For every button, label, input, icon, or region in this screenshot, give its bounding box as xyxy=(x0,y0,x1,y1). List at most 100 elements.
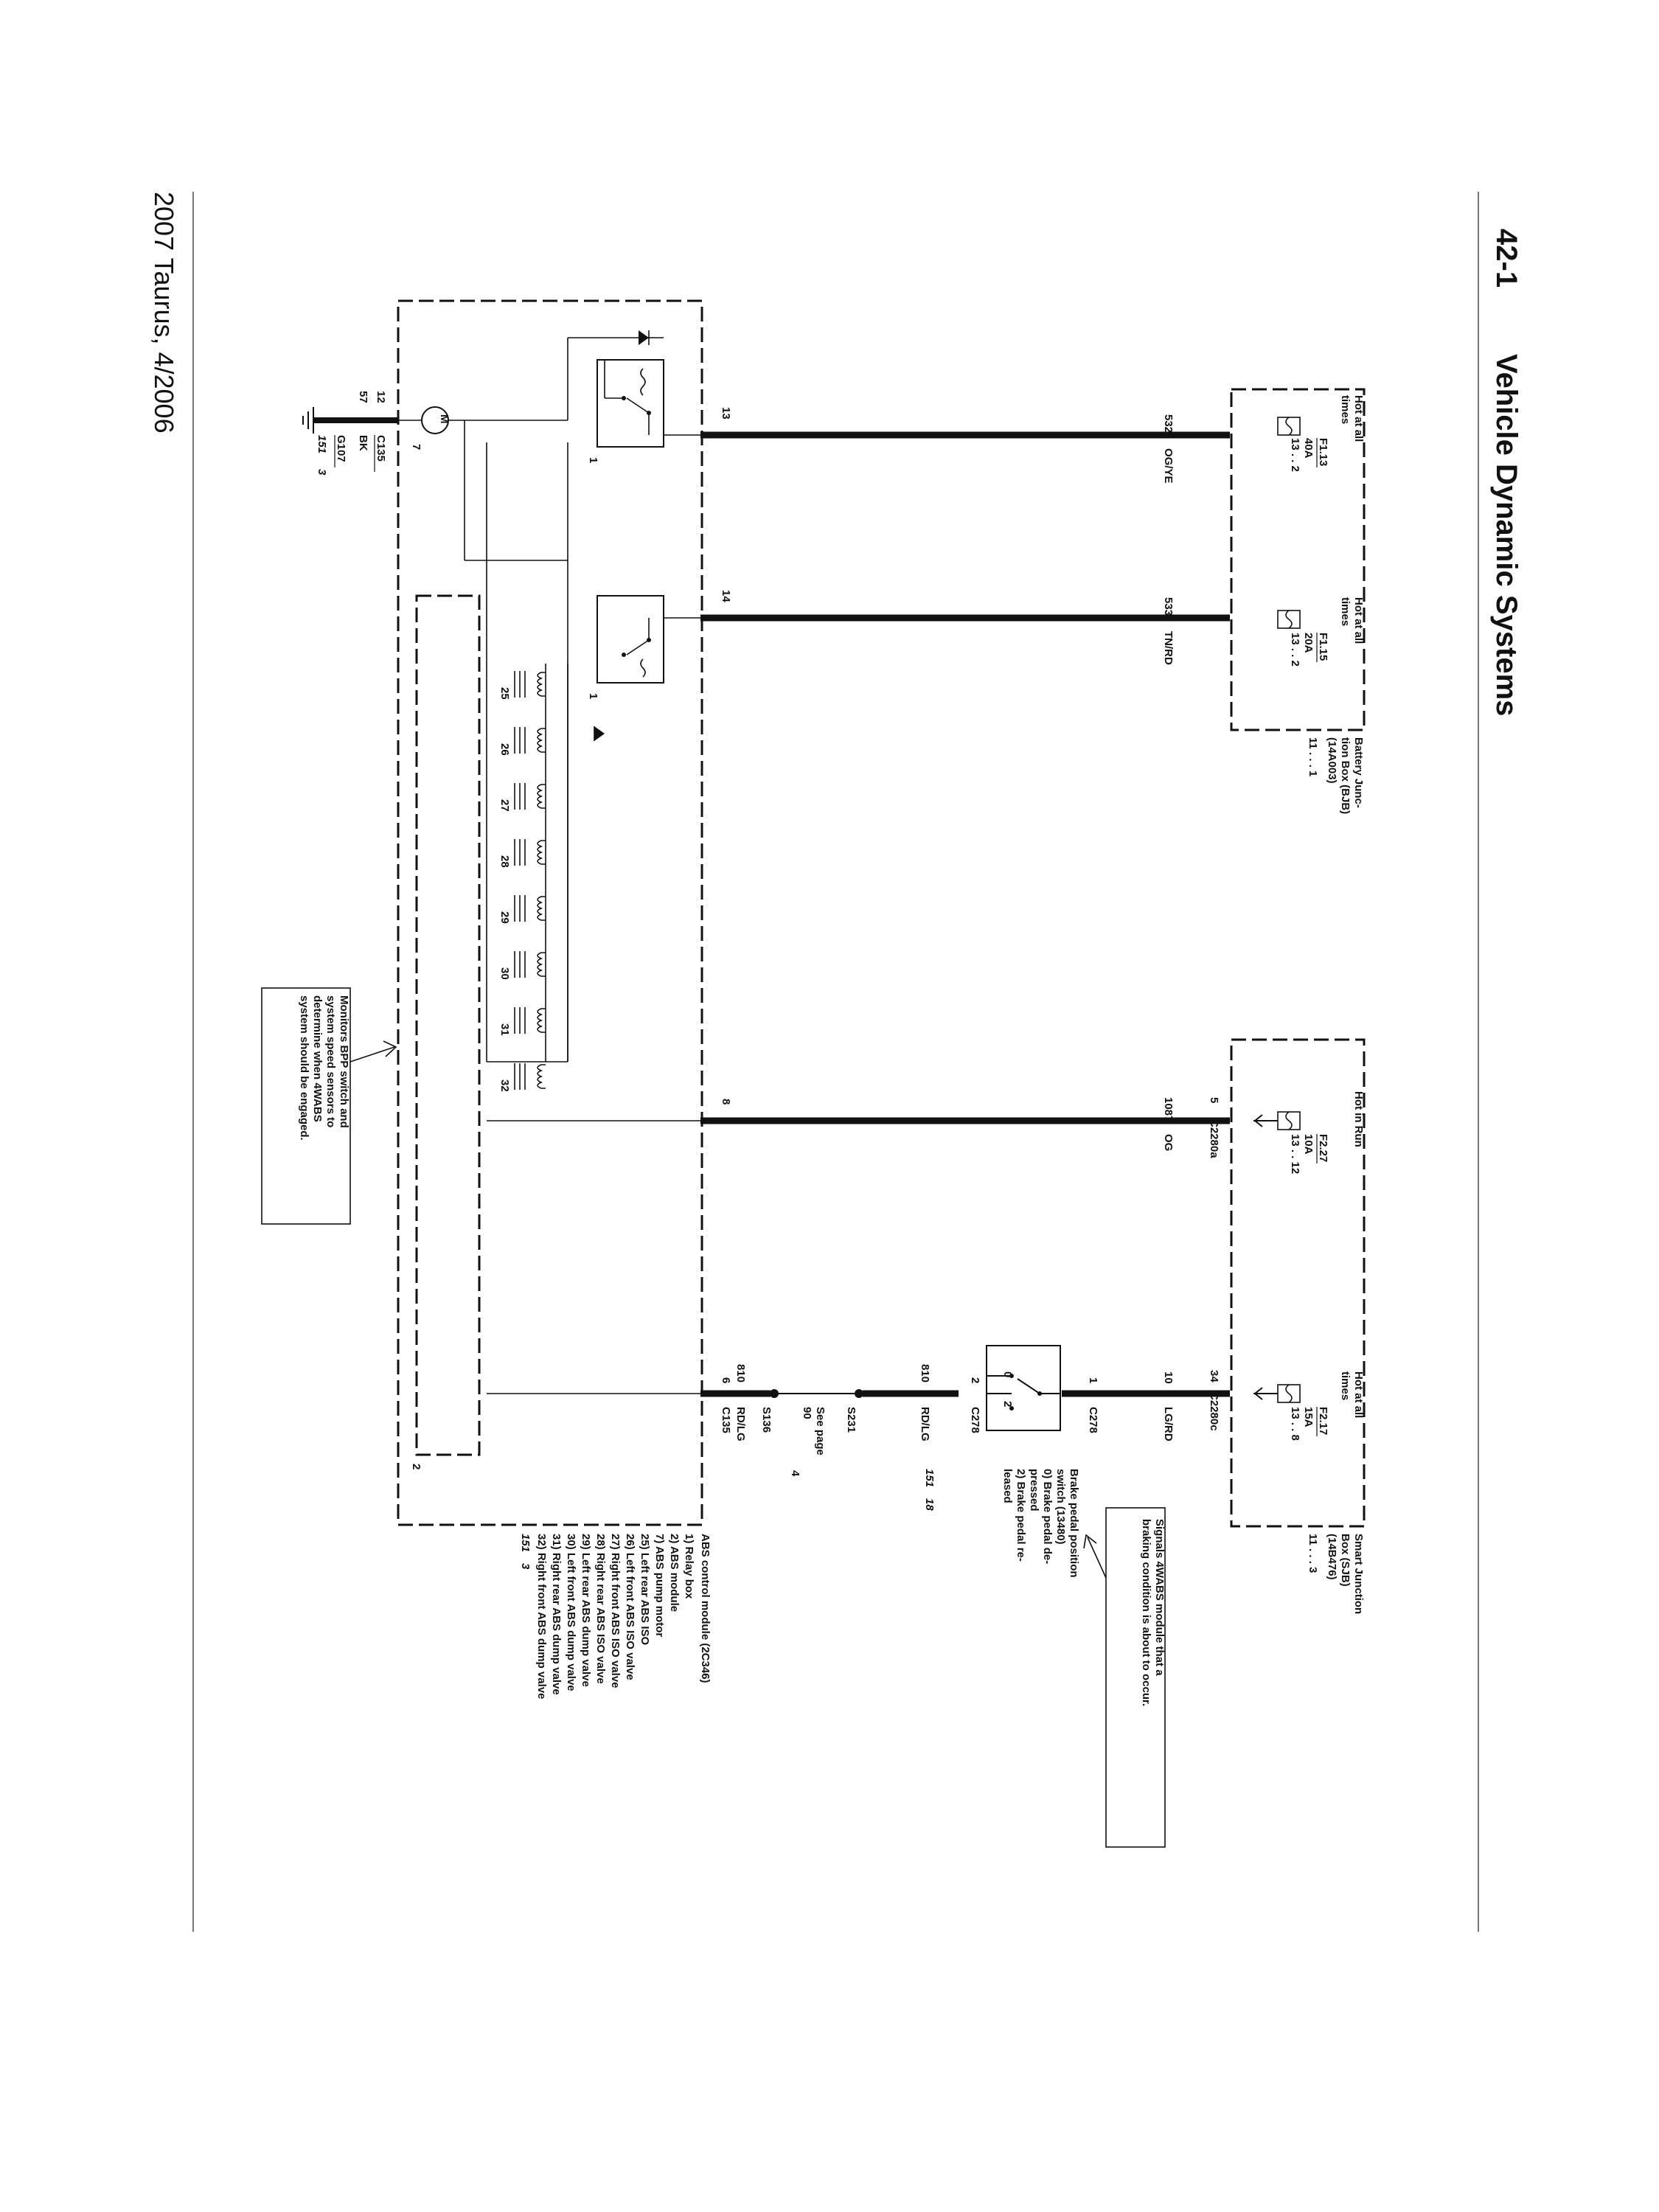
wire-810b-circuit: 810 xyxy=(734,1364,747,1382)
splice-s136-dot xyxy=(770,1389,779,1398)
fuse-f217-amp: 15A xyxy=(1302,1407,1315,1427)
bjb-ref: 11 . . . 1 xyxy=(1307,737,1319,776)
ground-id: G107 xyxy=(335,435,347,462)
valve-coil xyxy=(537,784,546,809)
brake-switch-box xyxy=(986,1345,1061,1431)
fuse-f115-hot-1: Hot at all xyxy=(1352,597,1365,644)
callout-monitors-box xyxy=(261,987,351,1225)
bjb-box xyxy=(1230,388,1366,731)
wire-532-circuit: 532 xyxy=(1162,414,1175,433)
callout-monitors-4: system should be engaged. xyxy=(298,995,310,1141)
callout-monitors-2: system speed sensors to xyxy=(324,995,337,1127)
relay-1-label: 1 xyxy=(587,457,599,463)
splice-s136: S136 xyxy=(760,1407,773,1433)
fuse-f115-id: F1.15 xyxy=(1317,633,1329,661)
valve-coils xyxy=(514,664,568,1090)
callout-signals-2: braking condition is about to occur. xyxy=(1140,1519,1152,1706)
ground-pin-12: 12 xyxy=(375,391,387,403)
bjb-label-2: tion Box (BJB) xyxy=(1339,737,1352,814)
ground-color: BK xyxy=(357,435,369,451)
fuse-f113-hot-2: times xyxy=(1339,395,1352,424)
switch-label-6: leased xyxy=(1001,1469,1014,1503)
wire-533-color: TN/RD xyxy=(1162,631,1175,665)
module-ref-a: 151 xyxy=(519,1534,532,1552)
fuse-f217-id: F2.17 xyxy=(1317,1407,1329,1435)
sjb-label-3: (14B476) xyxy=(1326,1534,1338,1580)
pump-motor-letter: M xyxy=(438,414,451,424)
wire-810-color: RD/LG xyxy=(919,1407,931,1441)
module-item-32: 32) Right front ABS dump valve xyxy=(535,1534,548,1699)
module-item-31: 31) Right rear ABS dump valve xyxy=(550,1534,563,1695)
switch-pin-1: 1 xyxy=(1087,1377,1099,1383)
splice-s231-dot xyxy=(855,1389,863,1398)
wire-10-color: LG/RD xyxy=(1162,1407,1175,1441)
callout-signals-box xyxy=(1105,1507,1166,1848)
fuse-f217-ref: 13 . . 8 xyxy=(1289,1407,1301,1441)
switch-label-2: switch (13480) xyxy=(1054,1469,1067,1545)
valve-31: 31 xyxy=(498,1023,511,1036)
switch-label-3: 0) Brake pedal de- xyxy=(1041,1469,1054,1564)
sjb-label-1: Smart Junction xyxy=(1352,1534,1365,1614)
switch-pos-2: 2 xyxy=(1001,1401,1014,1407)
ground-ref-a: 151 xyxy=(316,435,328,453)
fuse-f217-icon xyxy=(1253,1384,1301,1403)
page-title: Vehicle Dynamic Systems xyxy=(1490,354,1523,716)
abs-module-box xyxy=(397,299,703,1526)
sjb-label-2: Box (SJB) xyxy=(1339,1534,1352,1587)
fuse-f113-hot-1: Hot at all xyxy=(1352,395,1365,442)
module-label: ABS control module (2C346) xyxy=(699,1534,712,1683)
footer-model: 2007 Taurus, 4/2006 xyxy=(149,192,179,434)
motor-pin-7: 7 xyxy=(410,444,422,450)
module-item-1: 1) Relay box xyxy=(683,1534,695,1599)
callout-signals-1: Signals 4WABS module that a xyxy=(1153,1519,1166,1676)
fuse-f113-icon xyxy=(1277,417,1301,436)
ground-ref-b: 3 xyxy=(316,469,328,476)
fuse-f113-amp: 40A xyxy=(1302,438,1315,459)
valve-coil xyxy=(537,1008,546,1033)
switch-ref-a: 151 xyxy=(923,1469,936,1487)
fuse-f227-icon xyxy=(1253,1111,1301,1130)
callout-signals-arrow xyxy=(1083,1534,1107,1579)
module-item-29: 29) Left rear ABS dump valve xyxy=(580,1534,592,1687)
module-item-28: 28) Right rear ABS ISO valve xyxy=(594,1534,607,1684)
fuse-f227-ref: 13 . . 12 xyxy=(1289,1134,1301,1174)
callout-monitors-arrow xyxy=(349,1040,397,1062)
switch-label-4: pressed xyxy=(1028,1469,1040,1512)
module-item-27: 27) Right front ABS ISO valve xyxy=(609,1534,622,1688)
wire-810-circuit: 810 xyxy=(919,1364,931,1382)
connector-c2280c: C2280c xyxy=(1208,1392,1220,1431)
ground-icon xyxy=(302,407,314,434)
wire-810b-color: RD/LG xyxy=(734,1407,747,1441)
valve-28: 28 xyxy=(498,855,511,868)
wire-1087-circuit: 1087 xyxy=(1162,1097,1175,1121)
valve-30: 30 xyxy=(498,967,511,980)
brake-switch-contacts xyxy=(987,1374,1060,1411)
fuse-f217-hot-1: Hot at all xyxy=(1352,1371,1365,1418)
module-item-26: 26) Left front ABS ISO valve xyxy=(624,1534,636,1680)
module-pin-14: 14 xyxy=(720,590,732,602)
ground-pin-57: 57 xyxy=(357,391,369,403)
abs-inner-module-box xyxy=(415,594,481,1456)
fuse-f113-id: F1.13 xyxy=(1317,438,1329,466)
wire-810b-pin: 6 xyxy=(720,1377,732,1383)
see-page-number: 90 xyxy=(801,1407,813,1419)
abs-module-num: 2 xyxy=(410,1464,422,1470)
valve-29: 29 xyxy=(498,911,511,924)
valve-coil xyxy=(537,728,546,753)
wire-533-circuit: 533 xyxy=(1162,597,1175,616)
connector-c2280a: C2280a xyxy=(1208,1119,1220,1158)
relay-2-label: 1 xyxy=(587,693,599,699)
sjb-pin-34: 34 xyxy=(1208,1370,1220,1382)
callout-monitors-1: Monitors BPP switch and xyxy=(338,995,350,1128)
valve-26: 26 xyxy=(498,743,511,756)
fuse-f115-hot-2: times xyxy=(1339,597,1352,626)
valve-coil xyxy=(537,840,546,865)
wire-1087-color: OG xyxy=(1162,1134,1175,1151)
switch-connector-top: C278 xyxy=(1087,1407,1099,1433)
valve-coil xyxy=(537,672,546,697)
fuse-f115-icon xyxy=(1277,610,1301,629)
valve-32: 32 xyxy=(498,1079,511,1092)
module-item-2: 2) ABS module xyxy=(668,1534,681,1612)
fuse-f113-ref: 13 . . 2 xyxy=(1289,438,1301,472)
